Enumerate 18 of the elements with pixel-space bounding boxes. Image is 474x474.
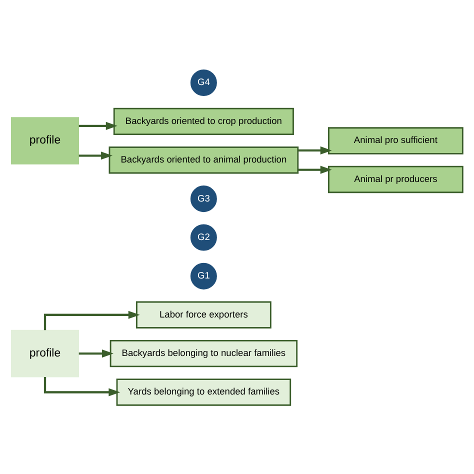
node-box: Yards belonging to extended families <box>116 378 292 406</box>
node-box: Animal pr producers <box>328 165 464 193</box>
node-box: Labor force exporters <box>136 300 272 328</box>
arrow <box>78 151 113 160</box>
arrow <box>78 121 118 130</box>
node-circle: G1 <box>190 262 217 289</box>
node-box: profile <box>10 329 80 377</box>
node-box: profile <box>10 116 80 164</box>
arrow <box>298 165 332 174</box>
arrow <box>78 349 114 358</box>
node-box: Backyards oriented to crop production <box>113 107 294 135</box>
node-circle: G4 <box>190 69 217 96</box>
node-box: Backyards oriented to animal production <box>108 146 299 174</box>
node-circle: G2 <box>190 224 217 250</box>
node-box: Animal pro sufficient <box>328 126 464 154</box>
arrow <box>298 146 332 154</box>
node-box: Backyards belonging to nuclear families <box>110 339 298 367</box>
node-circle: G3 <box>190 185 217 212</box>
